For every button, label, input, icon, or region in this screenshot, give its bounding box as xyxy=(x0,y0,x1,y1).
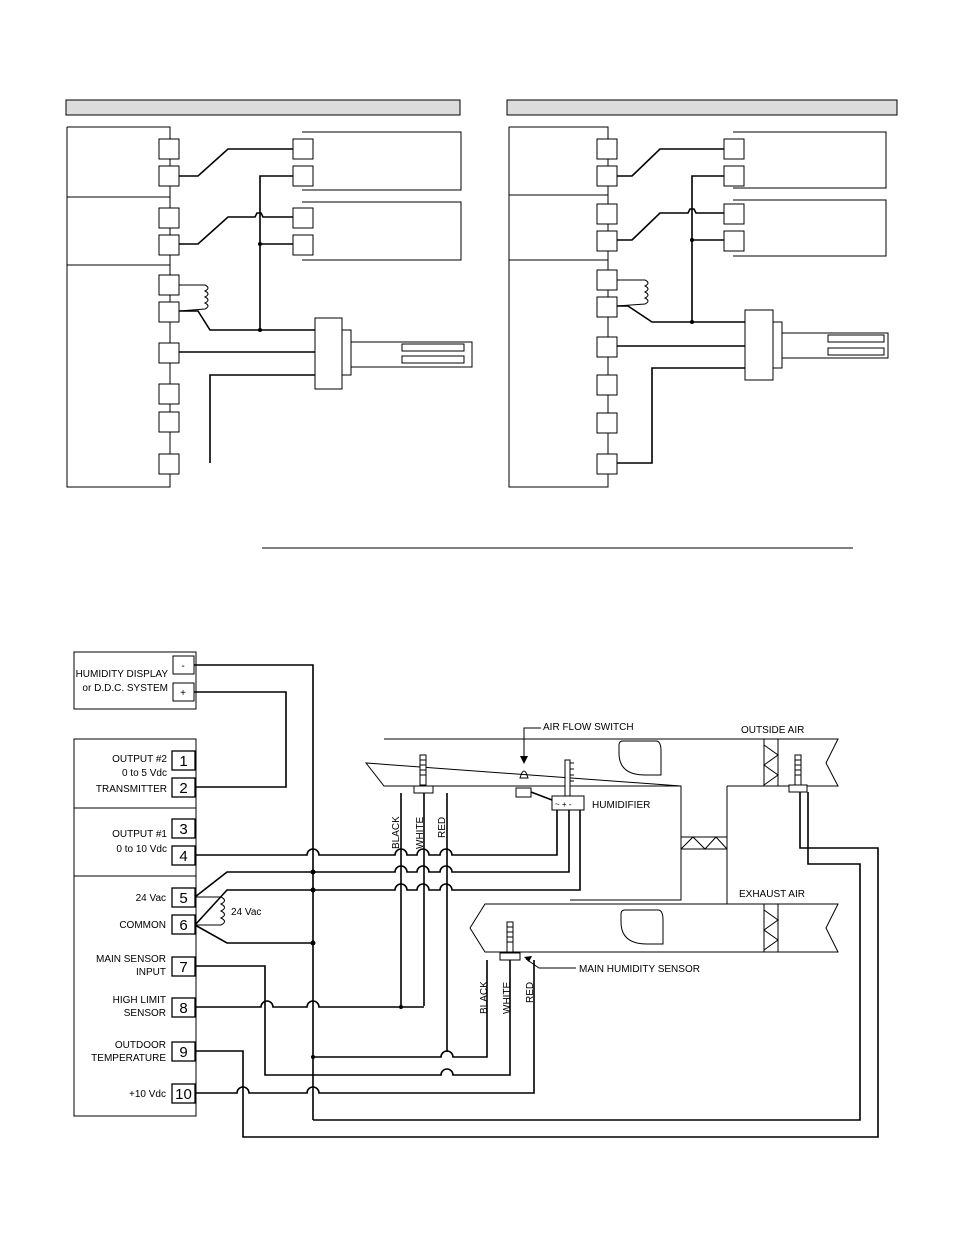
terminal-number: 5 xyxy=(179,890,187,907)
output2-range: 0 to 5 Vdc xyxy=(122,768,167,779)
display-label-line2: or D.D.C. SYSTEM xyxy=(82,683,168,694)
exhaust-fan-icon xyxy=(620,909,664,945)
small-diagram-right xyxy=(506,99,898,488)
main-humidity-sensor-icon xyxy=(499,921,521,961)
wire-black-label-lower: BLACK xyxy=(479,981,490,1014)
air-flow-switch-icon xyxy=(519,770,529,779)
high-limit-label: HIGH LIMIT xyxy=(113,995,166,1006)
power-label: 24 Vac xyxy=(136,893,166,904)
left-diagram-header-bar xyxy=(65,99,461,116)
humidifier-label: HUMIDIFIER xyxy=(592,800,650,811)
terminal-number: 6 xyxy=(179,917,187,934)
humidifier-terminals: ~ + - xyxy=(555,800,572,809)
transformer-label: 24 Vac xyxy=(231,907,261,918)
terminal-2: 2 xyxy=(171,777,196,798)
exhaust-duct xyxy=(469,903,839,953)
terminal-6: 6 xyxy=(171,914,196,935)
humidifier-steam-tube xyxy=(564,759,571,797)
main-sensor-label-2: INPUT xyxy=(136,967,166,978)
wire-red-label-upper: RED xyxy=(437,817,448,838)
plus10-label: +10 Vdc xyxy=(129,1089,166,1100)
main-wiring-diagram: HUMIDITY DISPLAY or D.D.C. SYSTEM - + OU… xyxy=(73,651,879,1138)
air-flow-switch-label: AIR FLOW SWITCH xyxy=(543,722,634,733)
output1-range: 0 to 10 Vdc xyxy=(116,844,167,855)
exhaust-air-label: EXHAUST AIR xyxy=(739,889,805,900)
outdoor-label: OUTDOOR xyxy=(115,1040,166,1051)
output2-type: TRANSMITTER xyxy=(96,784,167,795)
terminal-7: 7 xyxy=(171,956,196,977)
wire-white-label-lower: WHITE xyxy=(502,981,513,1014)
right-diagram-header-bar xyxy=(506,99,898,116)
high-limit-sensor-icon xyxy=(413,754,434,794)
outside-air-label: OUTSIDE AIR xyxy=(741,725,804,736)
small-diagram-left xyxy=(65,99,473,488)
terminal-number: 8 xyxy=(179,1000,187,1017)
wire-red-label-lower: RED xyxy=(525,982,536,1003)
wire-black-label-upper: BLACK xyxy=(391,816,402,849)
wiring xyxy=(194,664,879,1138)
terminal-number: 7 xyxy=(179,959,187,976)
transformer-coil-icon xyxy=(195,896,225,926)
terminal-8: 8 xyxy=(171,997,196,1018)
terminal-number: 2 xyxy=(179,780,187,797)
output1-label: OUTPUT #1 xyxy=(112,829,167,840)
display-plus-terminal: + xyxy=(180,688,186,699)
terminal-number: 9 xyxy=(179,1044,187,1061)
outdoor-label-2: TEMPERATURE xyxy=(91,1053,166,1064)
terminal-number: 3 xyxy=(179,821,187,838)
main-humidity-sensor-label: MAIN HUMIDITY SENSOR xyxy=(579,964,700,975)
terminal-1: 1 xyxy=(171,750,196,771)
terminal-number: 10 xyxy=(175,1086,192,1103)
terminal-4: 4 xyxy=(171,845,196,866)
common-label: COMMON xyxy=(119,920,166,931)
high-limit-label-2: SENSOR xyxy=(124,1008,166,1019)
terminal-number: 1 xyxy=(179,753,187,770)
main-sensor-label: MAIN SENSOR xyxy=(96,954,166,965)
display-minus-terminal: - xyxy=(181,661,184,672)
terminal-10: 10 xyxy=(171,1083,196,1104)
terminal-3: 3 xyxy=(171,818,196,839)
terminal-5: 5 xyxy=(171,887,196,908)
display-label-line1: HUMIDITY DISPLAY xyxy=(76,669,169,680)
wire-white-label-upper: WHITE xyxy=(415,816,426,849)
outdoor-temperature-sensor-icon xyxy=(788,754,808,793)
terminal-number: 4 xyxy=(179,848,187,865)
output2-label: OUTPUT #2 xyxy=(112,754,167,765)
supply-fan-icon xyxy=(618,740,662,776)
terminal-9: 9 xyxy=(171,1041,196,1062)
